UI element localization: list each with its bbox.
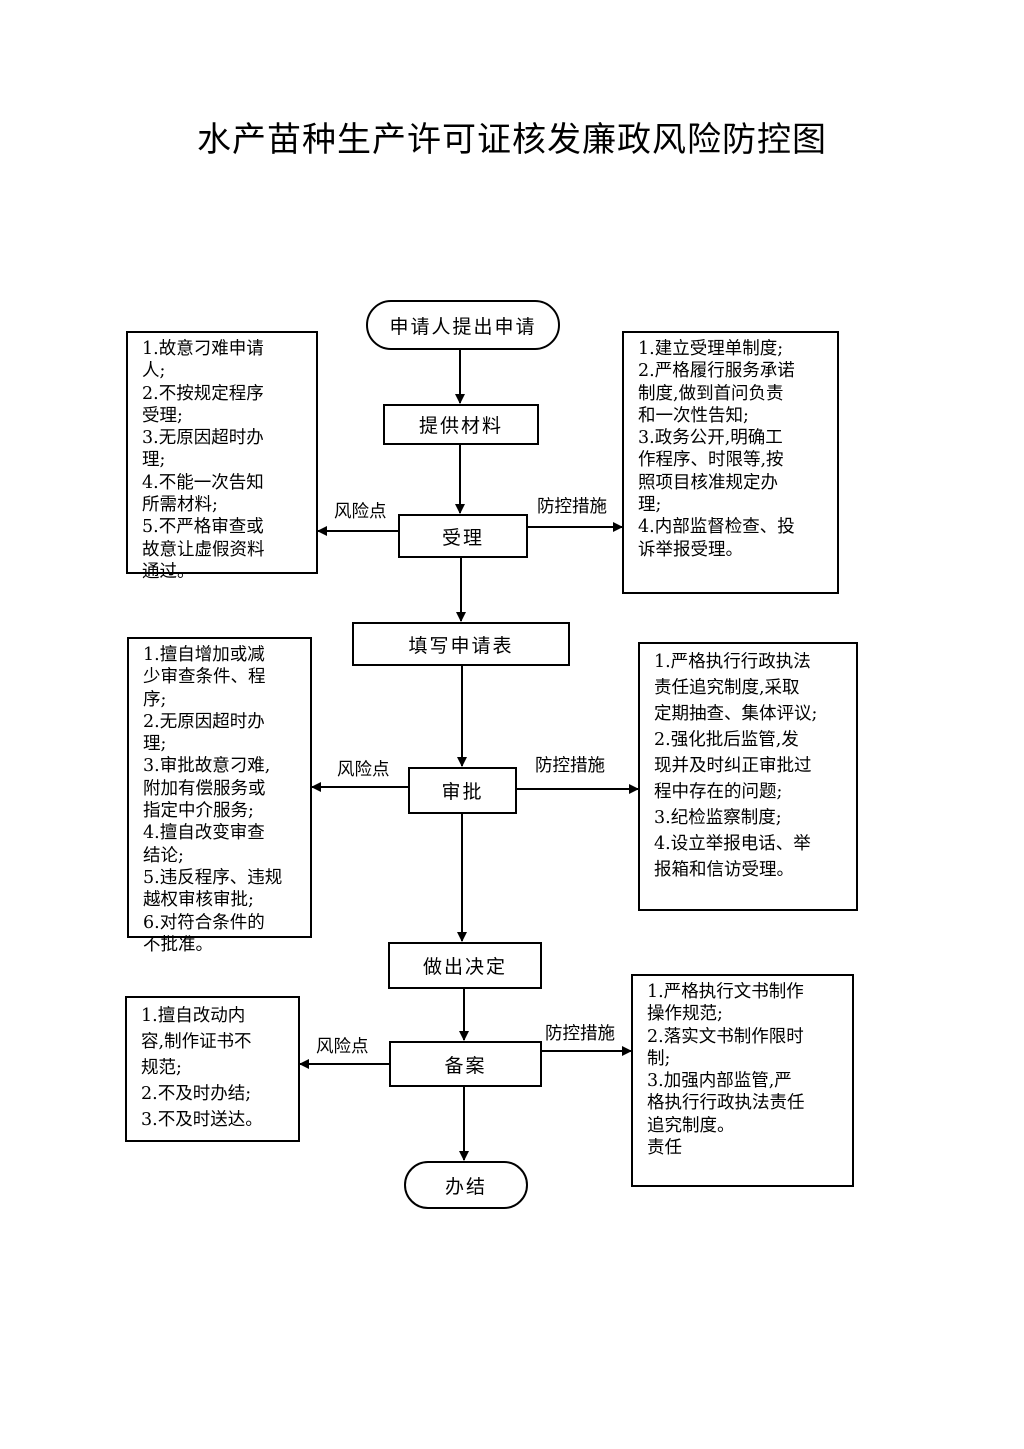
note-line: 附加有偿服务或	[143, 778, 266, 799]
note-line: 诉举报受理。	[638, 539, 743, 560]
note-line: 4.内部监督检查、投	[638, 517, 795, 538]
risk-label-approve: 风险点	[337, 760, 390, 780]
control-note-accept: 1.建立受理单制度; 2.严格履行服务承诺 制度,做到首问负责 和一次性告知; …	[622, 331, 839, 594]
note-line: 5.不严格审查或	[142, 517, 264, 538]
note-line: 2.不按规定程序	[142, 383, 264, 404]
note-line: 3.政务公开,明确工	[638, 428, 783, 449]
note-line: 规范;	[141, 1058, 182, 1078]
note-line: 2.无原因超时办	[143, 711, 265, 732]
note-line: 1.擅自改动内	[141, 1006, 246, 1026]
note-line: 报箱和信访受理。	[654, 860, 794, 880]
note-line: 故意让虚假资料	[142, 539, 265, 560]
control-note-record: 1.严格执行文书制作 操作规范; 2.落实文书制作限时 制; 3.加强内部监管,…	[631, 974, 854, 1187]
note-line: 3.加强内部监管,严	[647, 1071, 792, 1092]
note-line: 制度,做到首问负责	[638, 383, 784, 404]
node-start: 申请人提出申请	[366, 300, 560, 350]
page-title: 水产苗种生产许可证核发廉政风险防控图	[197, 120, 827, 160]
note-line: 4.擅自改变审查	[143, 823, 265, 844]
note-line: 1.严格执行行政执法	[654, 652, 811, 672]
note-line: 追究制度。	[647, 1115, 735, 1136]
node-accept: 受理	[398, 514, 528, 558]
note-line: 3.纪检监察制度;	[654, 808, 782, 828]
note-line: 不批准。	[143, 934, 213, 955]
node-materials: 提供材料	[383, 404, 539, 445]
note-line: 1.严格执行文书制作	[647, 982, 804, 1002]
note-line: 作程序、时限等,按	[638, 450, 784, 471]
note-line: 定期抽查、集体评议;	[654, 704, 818, 724]
risk-note-accept: 1.故意刁难申请 人; 2.不按规定程序 受理; 3.无原因超时办 理; 4.不…	[126, 331, 318, 582]
note-line: 少审查条件、程	[143, 667, 266, 688]
node-form: 填写申请表	[352, 622, 570, 666]
note-line: 2.不及时办结;	[141, 1084, 252, 1104]
note-line: 制;	[647, 1048, 671, 1069]
note-line: 2.落实文书制作限时	[647, 1026, 804, 1047]
note-line: 1.建立受理单制度;	[638, 339, 784, 359]
note-line: 和一次性告知;	[638, 405, 749, 426]
note-line: 4.设立举报电话、举	[654, 834, 811, 854]
note-line: 容,制作证书不	[141, 1032, 252, 1052]
control-note-approve: 1.严格执行行政执法 责任追究制度,采取 定期抽查、集体评议; 2.强化批后监管…	[638, 642, 858, 911]
node-decide: 做出决定	[388, 942, 542, 989]
note-line: 理;	[638, 495, 662, 516]
risk-label-record: 风险点	[316, 1037, 369, 1057]
note-line: 责任	[647, 1138, 682, 1159]
note-line: 通过。	[142, 561, 195, 582]
note-line: 操作规范;	[647, 1004, 723, 1025]
note-line: 结论;	[143, 845, 184, 866]
note-line: 6.对符合条件的	[143, 912, 265, 933]
risk-note-record: 1.擅自改动内 容,制作证书不 规范; 2.不及时办结; 3.不及时送达。	[125, 996, 300, 1142]
note-line: 3.不及时送达。	[141, 1110, 263, 1130]
note-line: 照项目核准规定办	[638, 472, 778, 493]
note-line: 程中存在的问题;	[654, 782, 783, 802]
note-line: 序;	[143, 689, 167, 710]
note-line: 2.强化批后监管,发	[654, 730, 799, 750]
note-line: 越权审核审批;	[143, 890, 254, 911]
control-label-approve: 防控措施	[535, 756, 605, 776]
note-line: 1.擅自增加或减	[143, 645, 265, 665]
note-line: 3.审批故意刁难,	[143, 756, 271, 777]
note-line: 人;	[142, 361, 166, 382]
node-record: 备案	[389, 1041, 542, 1087]
note-line: 所需材料;	[142, 495, 218, 516]
note-line: 2.严格履行服务承诺	[638, 361, 795, 382]
node-approve: 审批	[408, 767, 517, 814]
note-line: 3.无原因超时办	[142, 428, 264, 449]
note-line: 理;	[142, 450, 166, 471]
node-end: 办结	[404, 1161, 528, 1209]
risk-label-accept: 风险点	[334, 502, 387, 522]
note-line: 1.故意刁难申请	[142, 339, 264, 359]
note-line: 指定中介服务;	[143, 801, 254, 822]
control-label-record: 防控措施	[545, 1024, 615, 1044]
risk-note-approve: 1.擅自增加或减 少审查条件、程 序; 2.无原因超时办 理; 3.审批故意刁难…	[127, 637, 312, 955]
note-line: 4.不能一次告知	[142, 472, 264, 493]
note-line: 5.违反程序、违规	[143, 867, 283, 888]
note-line: 格执行行政执法责任	[647, 1093, 805, 1114]
note-line: 责任追究制度,采取	[654, 678, 800, 698]
note-line: 受理;	[142, 405, 183, 426]
control-label-accept: 防控措施	[537, 497, 607, 517]
note-line: 现并及时纠正审批过	[654, 756, 812, 776]
note-line: 理;	[143, 734, 167, 755]
